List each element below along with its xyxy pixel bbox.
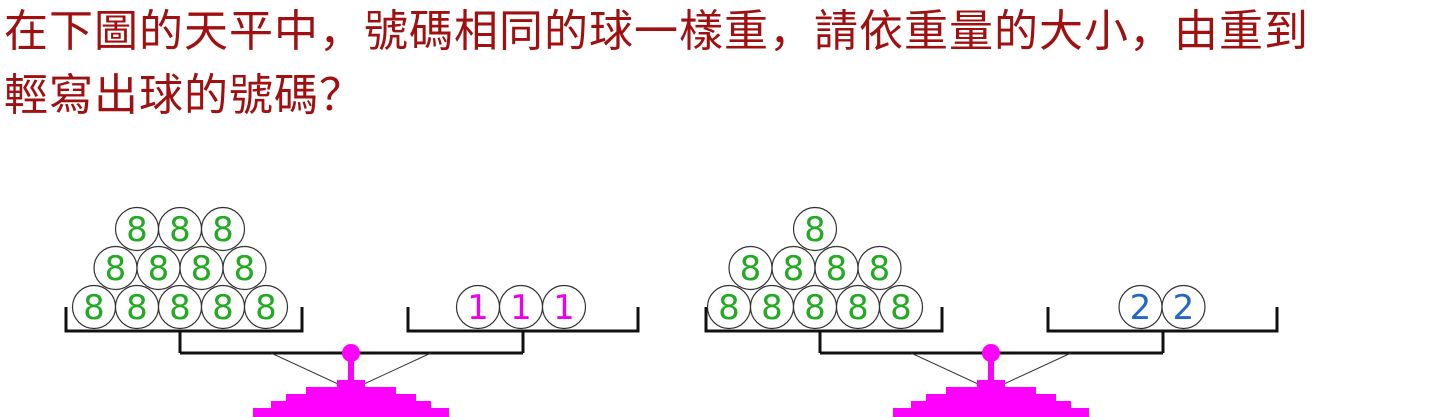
- left-pan-ball: 8: [114, 284, 160, 330]
- ball-number: 8: [761, 288, 783, 328]
- base-step: [271, 401, 431, 409]
- ball-number: 8: [148, 249, 170, 289]
- left-pan-ball: 8: [835, 284, 881, 330]
- base-step: [926, 394, 1056, 402]
- left-pan-ball: 8: [136, 245, 181, 291]
- left-pan-ball: 8: [792, 284, 838, 330]
- ball-number: 8: [890, 288, 912, 328]
- base-step: [893, 408, 1089, 417]
- left-pan: [64, 307, 304, 333]
- left-pan-ball: 8: [71, 284, 117, 330]
- ball-number: 8: [718, 288, 740, 328]
- left-pan-ball: 8: [814, 245, 859, 291]
- base-step: [337, 380, 365, 390]
- base-step: [253, 408, 449, 417]
- left-pan: [704, 307, 944, 333]
- right-pan-ball: 1: [541, 284, 587, 330]
- base-step: [911, 401, 1071, 409]
- pivot-knob: [982, 344, 1000, 362]
- ball-number: 1: [467, 288, 489, 328]
- left-pan-ball: 8: [200, 284, 246, 330]
- left-pan-ball: 8: [243, 284, 289, 330]
- left-pan-ball: 8: [706, 284, 752, 330]
- ball-number: 8: [83, 288, 105, 328]
- left-pan-ball: 8: [157, 206, 203, 252]
- left-pan-ball: 8: [179, 245, 224, 291]
- ball-number: 8: [126, 210, 148, 250]
- ball-circle: [541, 284, 587, 330]
- ball-number: 8: [869, 249, 891, 289]
- ball-number: 2: [1173, 288, 1195, 328]
- stand-pole: [988, 353, 994, 389]
- ball-number: 8: [234, 249, 256, 289]
- ball-number: 8: [826, 249, 848, 289]
- left-pan-ball: 8: [857, 245, 902, 291]
- ball-circle: [222, 245, 267, 291]
- right-pan-ball: 1: [455, 284, 501, 330]
- ball-circle: [792, 206, 838, 252]
- question-line-1: 在下圖的天平中，號碼相同的球一樣重，請依重量的大小，由重到: [4, 6, 1309, 57]
- ball-number: 8: [783, 249, 805, 289]
- ball-number: 2: [1130, 288, 1152, 328]
- stand-pole: [348, 353, 354, 389]
- right-pan-ball: 2: [1118, 284, 1163, 330]
- ball-number: 8: [212, 288, 234, 328]
- left-pan-ball: 8: [157, 284, 203, 330]
- base-step: [977, 380, 1005, 390]
- left-pan-ball: 8: [93, 245, 138, 291]
- left-pan-ball: 8: [792, 206, 838, 252]
- ball-number: 8: [169, 288, 191, 328]
- ball-number: 8: [804, 288, 826, 328]
- ball-number: 8: [804, 210, 826, 250]
- ball-number: 8: [212, 210, 234, 250]
- ball-number: 8: [105, 249, 127, 289]
- ball-number: 8: [255, 288, 277, 328]
- left-pan-ball: 8: [749, 284, 795, 330]
- ball-number: 1: [553, 288, 575, 328]
- question-line-2: 輕寫出球的號碼？: [4, 70, 364, 121]
- ball-circle: [878, 284, 924, 330]
- ball-circle: [857, 245, 902, 291]
- ball-number: 1: [510, 288, 532, 328]
- left-pan-ball: 8: [222, 245, 267, 291]
- ball-number: 8: [169, 210, 191, 250]
- base-step: [306, 387, 396, 395]
- ball-number: 8: [191, 249, 213, 289]
- ball-circle: [1161, 284, 1206, 330]
- right-pan-ball: 1: [498, 284, 544, 330]
- question-text: 在下圖的天平中，號碼相同的球一樣重，請依重量的大小，由重到 輕寫出球的號碼？: [4, 0, 1450, 128]
- base-step: [946, 387, 1036, 395]
- ball-number: 8: [740, 249, 762, 289]
- left-pan-ball: 8: [771, 245, 816, 291]
- right-pan-ball: 2: [1161, 284, 1206, 330]
- pivot-knob: [342, 344, 360, 362]
- left-pan-ball: 8: [728, 245, 773, 291]
- ball-number: 8: [126, 288, 148, 328]
- ball-number: 8: [847, 288, 869, 328]
- left-pan-ball: 8: [114, 206, 160, 252]
- base-step: [286, 394, 416, 402]
- ball-circle: [200, 206, 246, 252]
- left-pan-ball: 8: [878, 284, 924, 330]
- left-pan-ball: 8: [200, 206, 246, 252]
- ball-circle: [243, 284, 289, 330]
